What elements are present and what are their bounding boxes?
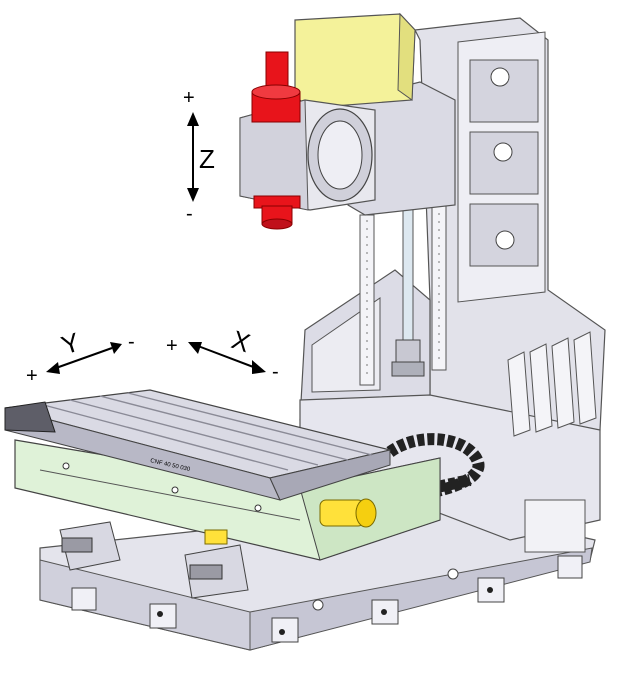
z-axis-plus: + — [183, 87, 195, 109]
y-axis-indicator: + - Y — [26, 327, 135, 387]
x-axis-minus: - — [272, 361, 279, 383]
x-axis-indicator: + - X — [166, 324, 279, 383]
z-axis-indicator: + - Z — [183, 87, 215, 225]
y-axis-minus: - — [128, 331, 135, 353]
z-axis-minus: - — [186, 203, 193, 225]
z-axis-label: Z — [199, 144, 215, 174]
x-axis-label: X — [228, 324, 254, 358]
x-axis-motor — [204, 498, 377, 545]
saddle — [14, 439, 441, 561]
y-axis-label: Y — [58, 327, 84, 361]
machine-column — [299, 17, 606, 553]
spindle-head — [239, 12, 456, 230]
x-axis-plus: + — [166, 335, 178, 357]
machine-base — [39, 504, 596, 651]
y-axis-plus: + — [26, 365, 38, 387]
work-table: CNF 40 50 030 — [4, 389, 391, 501]
